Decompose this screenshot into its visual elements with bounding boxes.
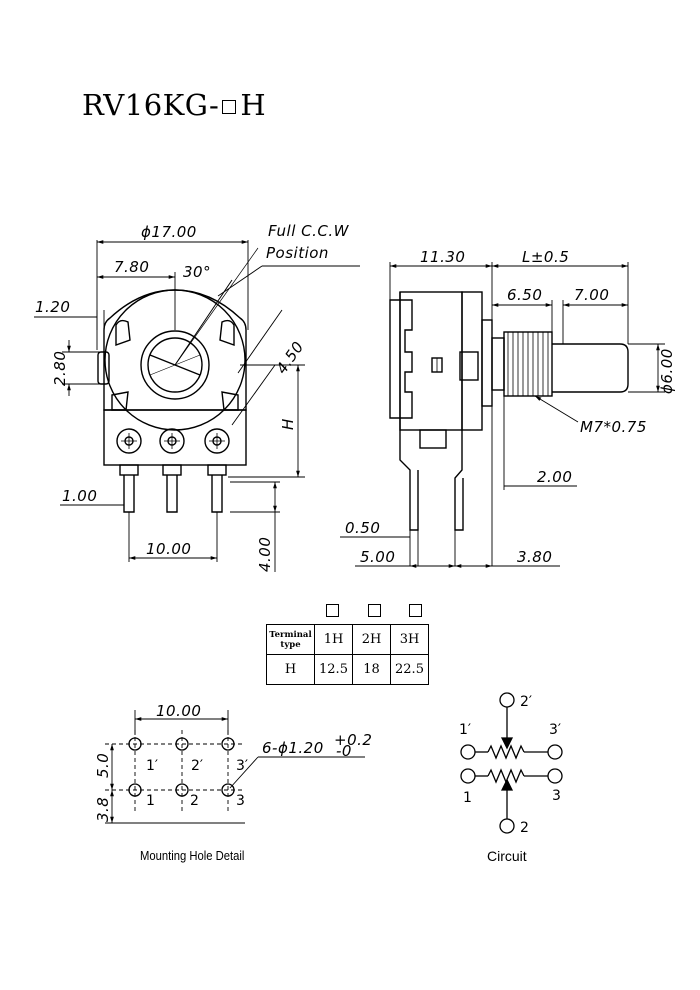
dim-shaft-length: L±0.5 <box>522 248 569 266</box>
mount-dim-5-0: 5.0 <box>94 753 112 778</box>
dim-4-00: 4.00 <box>256 537 274 572</box>
circuit-label-1p: 1′ <box>459 722 471 738</box>
dim-2-80: 2.80 <box>51 351 69 386</box>
dim-6-50: 6.50 <box>507 286 542 304</box>
side-view <box>389 291 629 531</box>
table-header-terminal-type: Terminal type <box>266 624 315 655</box>
table-value-1h: 12.5 <box>314 654 353 685</box>
circuit-label-3: 3 <box>552 788 561 804</box>
table-row: Terminal type 1H 2H 3H <box>266 624 429 655</box>
table-value-3h: 22.5 <box>390 654 429 685</box>
mounting-caption: Mounting Hole Detail <box>140 849 245 863</box>
dim-shaft-diameter: ϕ6.00 <box>658 348 676 394</box>
side-shaft <box>552 343 629 393</box>
side-housing <box>389 299 413 419</box>
dim-5-00: 5.00 <box>360 548 395 566</box>
circuit-label-2p: 2′ <box>520 694 532 710</box>
shaft-outer <box>140 330 210 400</box>
side-dimensions <box>340 262 665 568</box>
mount-dim-10-00: 10.00 <box>156 702 201 720</box>
dim-11-30: 11.30 <box>420 248 465 266</box>
dim-1-20: 1.20 <box>35 298 70 316</box>
left-tab <box>97 351 110 385</box>
dim-7-00: 7.00 <box>574 286 609 304</box>
hole-tol-minus: -0 <box>336 742 352 760</box>
terminal-type-table: Terminal type 1H 2H 3H H 12.5 18 22.5 <box>266 624 429 685</box>
dim-1-00: 1.00 <box>62 487 97 505</box>
hole-label-1: 1 <box>146 793 155 809</box>
hole-label-3: 3 <box>236 793 245 809</box>
note-full-ccw: Full C.C.W <box>268 222 350 240</box>
variant-box-3h <box>409 604 422 617</box>
dim-10-00: 10.00 <box>146 540 191 558</box>
dim-h: H <box>279 418 297 430</box>
part-number: RV16KG- <box>82 88 220 122</box>
front-pins <box>119 464 227 513</box>
front-dimensions <box>34 240 360 572</box>
table-row: H 12.5 18 22.5 <box>266 654 429 685</box>
thread-spec: M7*0.75 <box>580 418 647 436</box>
dim-2-00: 2.00 <box>537 468 572 486</box>
hole-spec: 6-ϕ1.20 <box>262 739 324 757</box>
table-value-2h: 18 <box>352 654 391 685</box>
hole-label-3p: 3′ <box>236 758 248 774</box>
table-row-label-h: H <box>266 654 315 685</box>
hole-label-1p: 1′ <box>146 758 158 774</box>
front-view <box>97 247 259 513</box>
variant-box-1h <box>326 604 339 617</box>
page-title: RV16KG- H <box>82 88 266 122</box>
resistor-top <box>487 744 525 760</box>
dim-body-diameter: ϕ17.00 <box>141 223 197 241</box>
circuit-diagram <box>460 692 563 834</box>
dim-0-50: 0.50 <box>345 519 380 537</box>
hole-tol-plus: +0.2 <box>334 731 372 749</box>
dim-7-80: 7.80 <box>114 258 149 276</box>
part-suffix: H <box>240 88 267 122</box>
dim-3-80: 3.80 <box>517 548 552 566</box>
variant-box <box>222 100 237 114</box>
variant-box-2h <box>368 604 381 617</box>
circuit-label-1: 1 <box>463 790 472 806</box>
resistor-bottom <box>487 768 525 784</box>
circuit-label-3p: 3′ <box>549 722 561 738</box>
shaft-inner <box>147 337 203 393</box>
table-type-3h: 3H <box>390 624 429 655</box>
circuit-label-2: 2 <box>520 820 529 836</box>
terminal-heads <box>116 428 230 454</box>
dim-4-50: 4.50 <box>273 338 308 377</box>
table-type-1h: 1H <box>314 624 353 655</box>
table-type-2h: 2H <box>352 624 391 655</box>
mounting-hole-detail <box>105 710 365 824</box>
dim-angle: 30° <box>183 263 211 281</box>
mount-dim-3-8: 3.8 <box>94 797 112 822</box>
circuit-caption: Circuit <box>487 848 527 864</box>
note-position: Position <box>266 244 329 262</box>
hole-label-2p: 2′ <box>191 758 203 774</box>
hole-label-2: 2 <box>190 793 199 809</box>
